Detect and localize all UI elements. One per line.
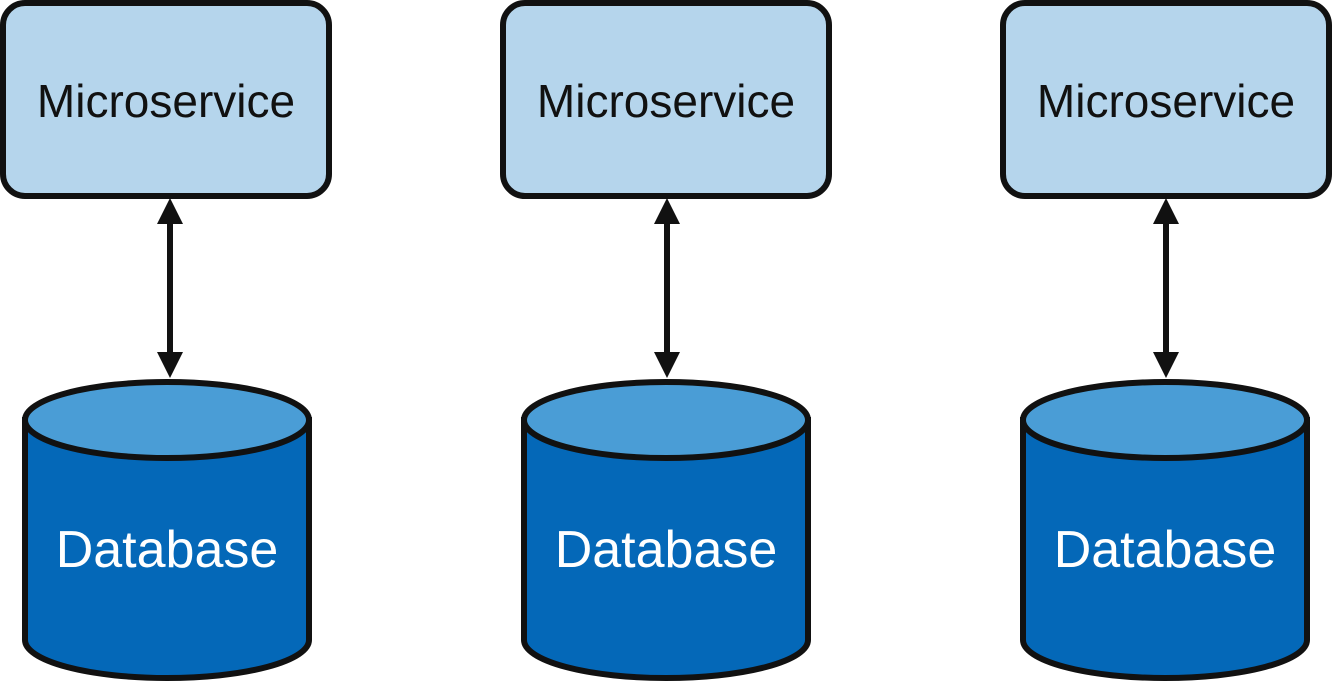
arrow-down-icon [654,352,680,378]
database-cylinder-icon [22,417,312,681]
bidirectional-arrow [654,198,680,378]
pair-3: Microservice Database [1000,0,1332,681]
pair-1: Microservice Database [0,0,332,681]
microservice-box [0,0,332,199]
pair-2: Microservice Database [500,0,832,681]
microservice-node: Microservice [1000,0,1332,199]
database-label: Database [555,521,778,579]
bidirectional-arrow [1153,198,1179,378]
database-label: Database [1054,521,1277,579]
microservice-label: Microservice [537,75,795,127]
arrow-down-icon [157,352,183,378]
database-label: Database [56,521,279,579]
bidirectional-arrow [157,198,183,378]
database-node: Database [1020,379,1310,681]
database-node: Database [521,379,811,681]
microservice-box [500,0,832,199]
database-top-icon [1020,379,1310,461]
microservice-node: Microservice [500,0,832,199]
database-top-icon [521,379,811,461]
database-node: Database [22,379,312,681]
database-cylinder-icon [521,417,811,681]
database-cylinder-icon [1020,417,1310,681]
microservice-label: Microservice [1037,75,1295,127]
arrow-up-icon [157,198,183,224]
microservice-label: Microservice [37,75,295,127]
microservice-box [1000,0,1332,199]
arrow-down-icon [1153,352,1179,378]
database-top-icon [22,379,312,461]
microservice-node: Microservice [0,0,332,199]
arrow-up-icon [654,198,680,224]
arrow-up-icon [1153,198,1179,224]
